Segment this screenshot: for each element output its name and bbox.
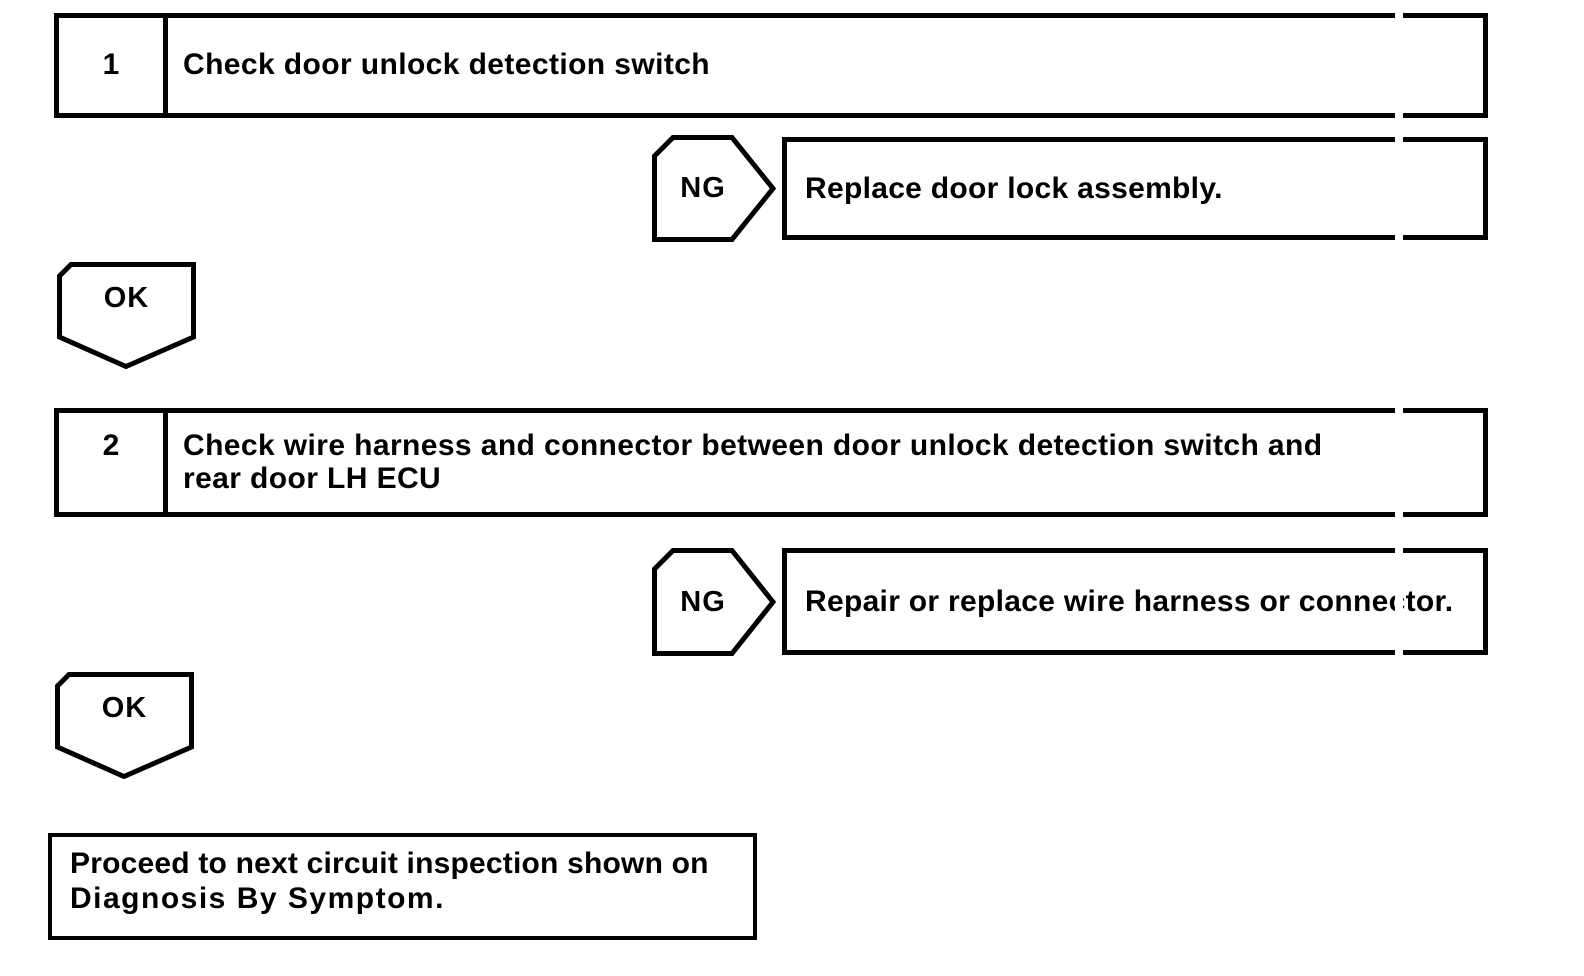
step-1-content: Check door unlock detection switch xyxy=(168,18,1483,113)
step-1-instruction: Check door unlock detection switch xyxy=(183,48,711,81)
step-2-content: Check wire harness and connector between… xyxy=(168,413,1483,512)
final-text-line-2: Diagnosis By Symptom. xyxy=(70,882,445,915)
step-1-box: 1 Check door unlock detection switch xyxy=(54,13,1488,118)
ok-arrow-icon xyxy=(55,672,194,779)
step-2-ng-result-box: Repair or replace wire harness or connec… xyxy=(782,548,1488,655)
step-1-ng-label: NG xyxy=(680,172,726,204)
step-2-ok-arrow: OK xyxy=(55,672,194,779)
step-1-ng-result-box: Replace door lock assembly. xyxy=(782,137,1488,240)
step-2-instruction: Check wire harness and connector between… xyxy=(183,429,1323,495)
step-2-ng-result-text: Repair or replace wire harness or connec… xyxy=(805,584,1454,618)
step-1-ng-result-text: Replace door lock assembly. xyxy=(805,171,1223,205)
step-2-ng-arrow: NG xyxy=(652,548,776,656)
final-text-line-1: Proceed to next circuit inspection shown… xyxy=(70,847,709,880)
step-1-ok-label: OK xyxy=(103,281,150,314)
step-2-ok-label: OK xyxy=(101,691,148,724)
scan-gap-artifact xyxy=(1395,0,1403,700)
step-1-number: 1 xyxy=(59,18,168,113)
final-instruction-box: Proceed to next circuit inspection shown… xyxy=(48,833,757,940)
step-2-ng-label: NG xyxy=(680,585,726,618)
step-1-ok-arrow: OK xyxy=(57,262,196,369)
ng-arrow-icon xyxy=(652,135,776,242)
ng-arrow-icon xyxy=(652,548,776,656)
ok-arrow-icon xyxy=(57,262,196,369)
step-1-ng-arrow: NG xyxy=(652,135,776,242)
step-2-box: 2 Check wire harness and connector betwe… xyxy=(54,408,1488,517)
step-2-number: 2 xyxy=(59,413,168,512)
